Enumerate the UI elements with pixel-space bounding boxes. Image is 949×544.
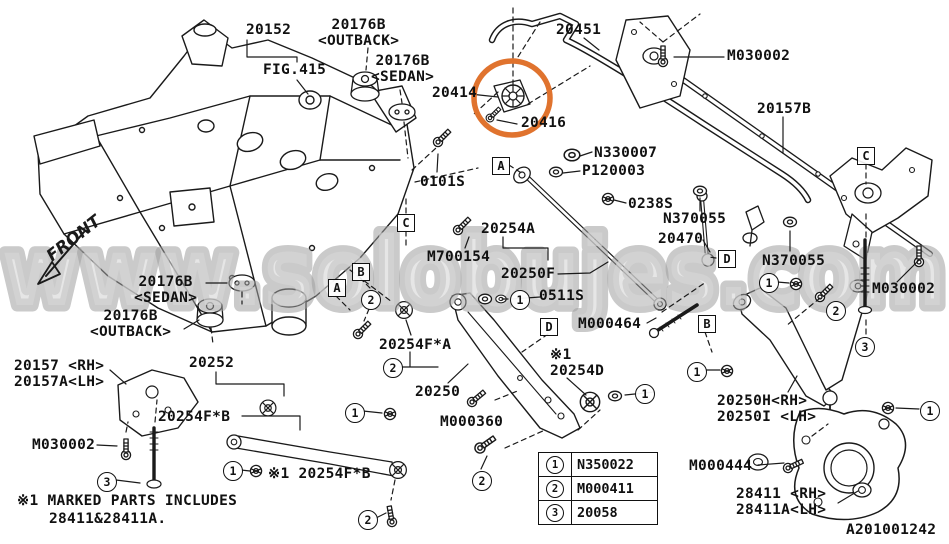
part-label: FIG.415 xyxy=(263,62,327,78)
part-label: 20254F*A xyxy=(379,337,452,353)
callout-circle: 1 xyxy=(687,362,707,382)
ref-box-a: A xyxy=(492,157,510,175)
part-label: A201001242 xyxy=(846,522,937,538)
part-label: 20250 xyxy=(415,384,461,400)
part-label: 20157B xyxy=(757,101,812,117)
part-label: M000464 xyxy=(578,316,642,332)
part-label: M030002 xyxy=(32,437,96,453)
callout-circle: 1 xyxy=(223,461,243,481)
part-label: 20254A xyxy=(481,221,536,237)
part-label: 0511S xyxy=(539,288,585,304)
subframe-art xyxy=(33,19,417,336)
legend-row: 3 20058 xyxy=(539,501,657,524)
part-label: 28411 <RH> 28411A<LH> xyxy=(736,486,827,519)
part-label: 20152 xyxy=(246,22,292,38)
mount-bushings-art xyxy=(196,71,416,328)
fasteners-art xyxy=(120,45,925,528)
ref-box-b: B xyxy=(698,315,716,333)
callout-circle: 2 xyxy=(361,290,381,310)
part-label: 20176B <SEDAN> xyxy=(134,274,198,307)
legend-table: 1 N350022 2 M000411 3 20058 xyxy=(538,452,658,525)
legend-part-number: M000411 xyxy=(577,480,634,497)
part-label: 20470 xyxy=(658,231,704,247)
lower-arm-knuckle-art xyxy=(732,279,907,521)
legend-part-number: 20058 xyxy=(577,504,618,521)
callout-circle: 1 xyxy=(759,273,779,293)
callout-circle: 1 xyxy=(345,403,365,423)
ref-box-c: C xyxy=(857,147,875,165)
part-label: M030002 xyxy=(872,281,936,297)
lower-link-art xyxy=(226,301,413,479)
part-label: 20250F xyxy=(501,266,556,282)
part-label: 20416 xyxy=(521,115,567,131)
bracket-art xyxy=(117,369,199,437)
part-label: M030002 xyxy=(727,48,791,64)
callout-circle: 1 xyxy=(635,384,655,404)
callout-circle: 1 xyxy=(546,455,564,474)
legend-part-number: N350022 xyxy=(577,456,634,473)
callout-circle: 2 xyxy=(546,479,564,498)
callout-circle: 2 xyxy=(383,358,403,378)
watermark-text: www.solobujes.com xyxy=(2,218,947,328)
part-label: 20250H<RH> 20250I <LH> xyxy=(717,393,817,426)
part-label: 20252 xyxy=(189,355,235,371)
callout-circle: 3 xyxy=(97,472,117,492)
ref-box-d: D xyxy=(540,318,558,336)
ref-box-c: C xyxy=(397,214,415,232)
callout-circle: 3 xyxy=(855,337,875,357)
part-label: 20176B <OUTBACK> xyxy=(90,308,172,341)
callout-circle: 2 xyxy=(472,471,492,491)
crossmember-art xyxy=(615,15,933,261)
part-label: N370055 xyxy=(663,211,727,227)
legend-callout-cell: 1 xyxy=(539,453,572,476)
callout-circle: 2 xyxy=(826,301,846,321)
legend-row: 2 M000411 xyxy=(539,477,657,501)
part-label: N330007 xyxy=(594,145,658,161)
legend-callout-cell: 2 xyxy=(539,477,572,500)
stabilizer-bar-art xyxy=(488,12,812,204)
ref-box-d: D xyxy=(718,250,736,268)
callout-circle: 1 xyxy=(510,290,530,310)
part-label: 0101S xyxy=(420,174,466,190)
part-label: N370055 xyxy=(762,253,826,269)
part-label: 0238S xyxy=(628,196,674,212)
part-label: 28411&28411A. xyxy=(49,511,167,527)
part-label: 20414 xyxy=(432,85,478,101)
part-label: ※1 20254D xyxy=(550,347,605,380)
part-label: P120003 xyxy=(582,163,646,179)
legend-callout-cell: 3 xyxy=(539,501,572,524)
part-label: 20254F*B xyxy=(158,409,231,425)
callout-circle: 1 xyxy=(920,401,940,421)
part-label: ※1 20254F*B xyxy=(268,466,371,482)
ref-box-b: B xyxy=(352,263,370,281)
part-label: M000360 xyxy=(440,414,504,430)
highlight-circle xyxy=(471,58,553,138)
part-label: M700154 xyxy=(427,249,491,265)
links-art xyxy=(513,166,765,311)
part-label: 20451 xyxy=(556,22,602,38)
trailing-arm-art xyxy=(449,292,623,439)
ref-box-a: A xyxy=(328,279,346,297)
legend-row: 1 N350022 xyxy=(539,453,657,477)
part-label: M000444 xyxy=(689,458,753,474)
part-label: 20157 <RH> 20157A<LH> xyxy=(14,358,105,391)
part-label: ※1 MARKED PARTS INCLUDES xyxy=(17,493,238,509)
part-label: 20176B <SEDAN> xyxy=(371,53,435,86)
callout-circle: 3 xyxy=(546,503,564,522)
callout-circle: 2 xyxy=(358,510,378,530)
part-label: 20176B <OUTBACK> xyxy=(318,17,400,50)
